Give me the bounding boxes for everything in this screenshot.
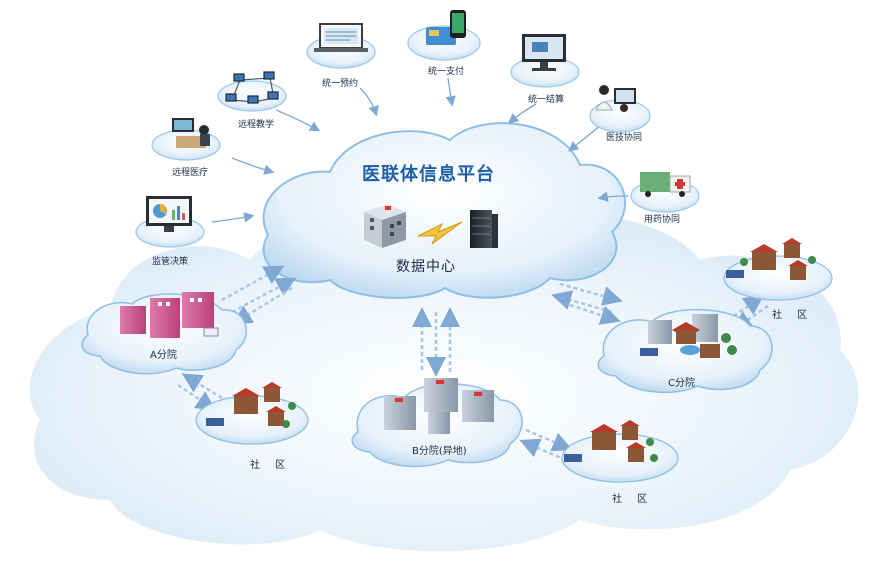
monitor-icon: [522, 34, 566, 71]
community-houses-a: [206, 382, 296, 428]
service-label-remote-medical: 远程医疗: [172, 168, 209, 178]
data-center-label: 数据中心: [396, 259, 456, 275]
service-label-medtech: 医技协同: [606, 133, 643, 143]
ambulance-truck-icon: [640, 172, 691, 197]
community-label-c: 社 区: [772, 310, 814, 321]
service-label-payment: 统一支付: [428, 67, 465, 77]
service-label-settlement: 统一结算: [528, 95, 565, 105]
service-connectors: [211, 77, 629, 223]
lightning-icon: [417, 221, 463, 245]
server-icon: [470, 210, 498, 248]
branch-c-label: C分院: [668, 378, 695, 389]
branch-a-label: A分院: [150, 350, 177, 361]
branch-c-buildings: [640, 314, 737, 358]
mobile-payment-icon: [426, 10, 466, 45]
central-cloud: [262, 122, 627, 299]
laptop-icon: [314, 23, 368, 52]
branch-b-label: B分院(异地): [412, 446, 467, 457]
community-label-b: 社 区: [612, 494, 654, 505]
service-label-medication: 用药协同: [644, 215, 681, 225]
video-conference-icon: [172, 118, 210, 148]
service-label-supervision: 监管决策: [152, 257, 189, 267]
community-houses-c: [726, 238, 816, 280]
branch-b-buildings: [384, 378, 494, 434]
chart-monitor-icon: [146, 196, 192, 232]
community-clouds: [195, 255, 833, 483]
community-label-a: 社 区: [250, 460, 292, 471]
doctor-icon: [595, 85, 636, 112]
platform-title: 医联体信息平台: [362, 164, 495, 185]
community-houses-b: [564, 420, 658, 462]
service-label-remote-teaching: 远程教学: [238, 120, 275, 130]
branch-a-buildings: [120, 292, 219, 338]
network-icon: [225, 71, 279, 104]
hospital-building-icon: [364, 204, 406, 248]
flow-arrows: [177, 265, 769, 462]
service-label-appointment: 统一预约: [322, 79, 359, 89]
